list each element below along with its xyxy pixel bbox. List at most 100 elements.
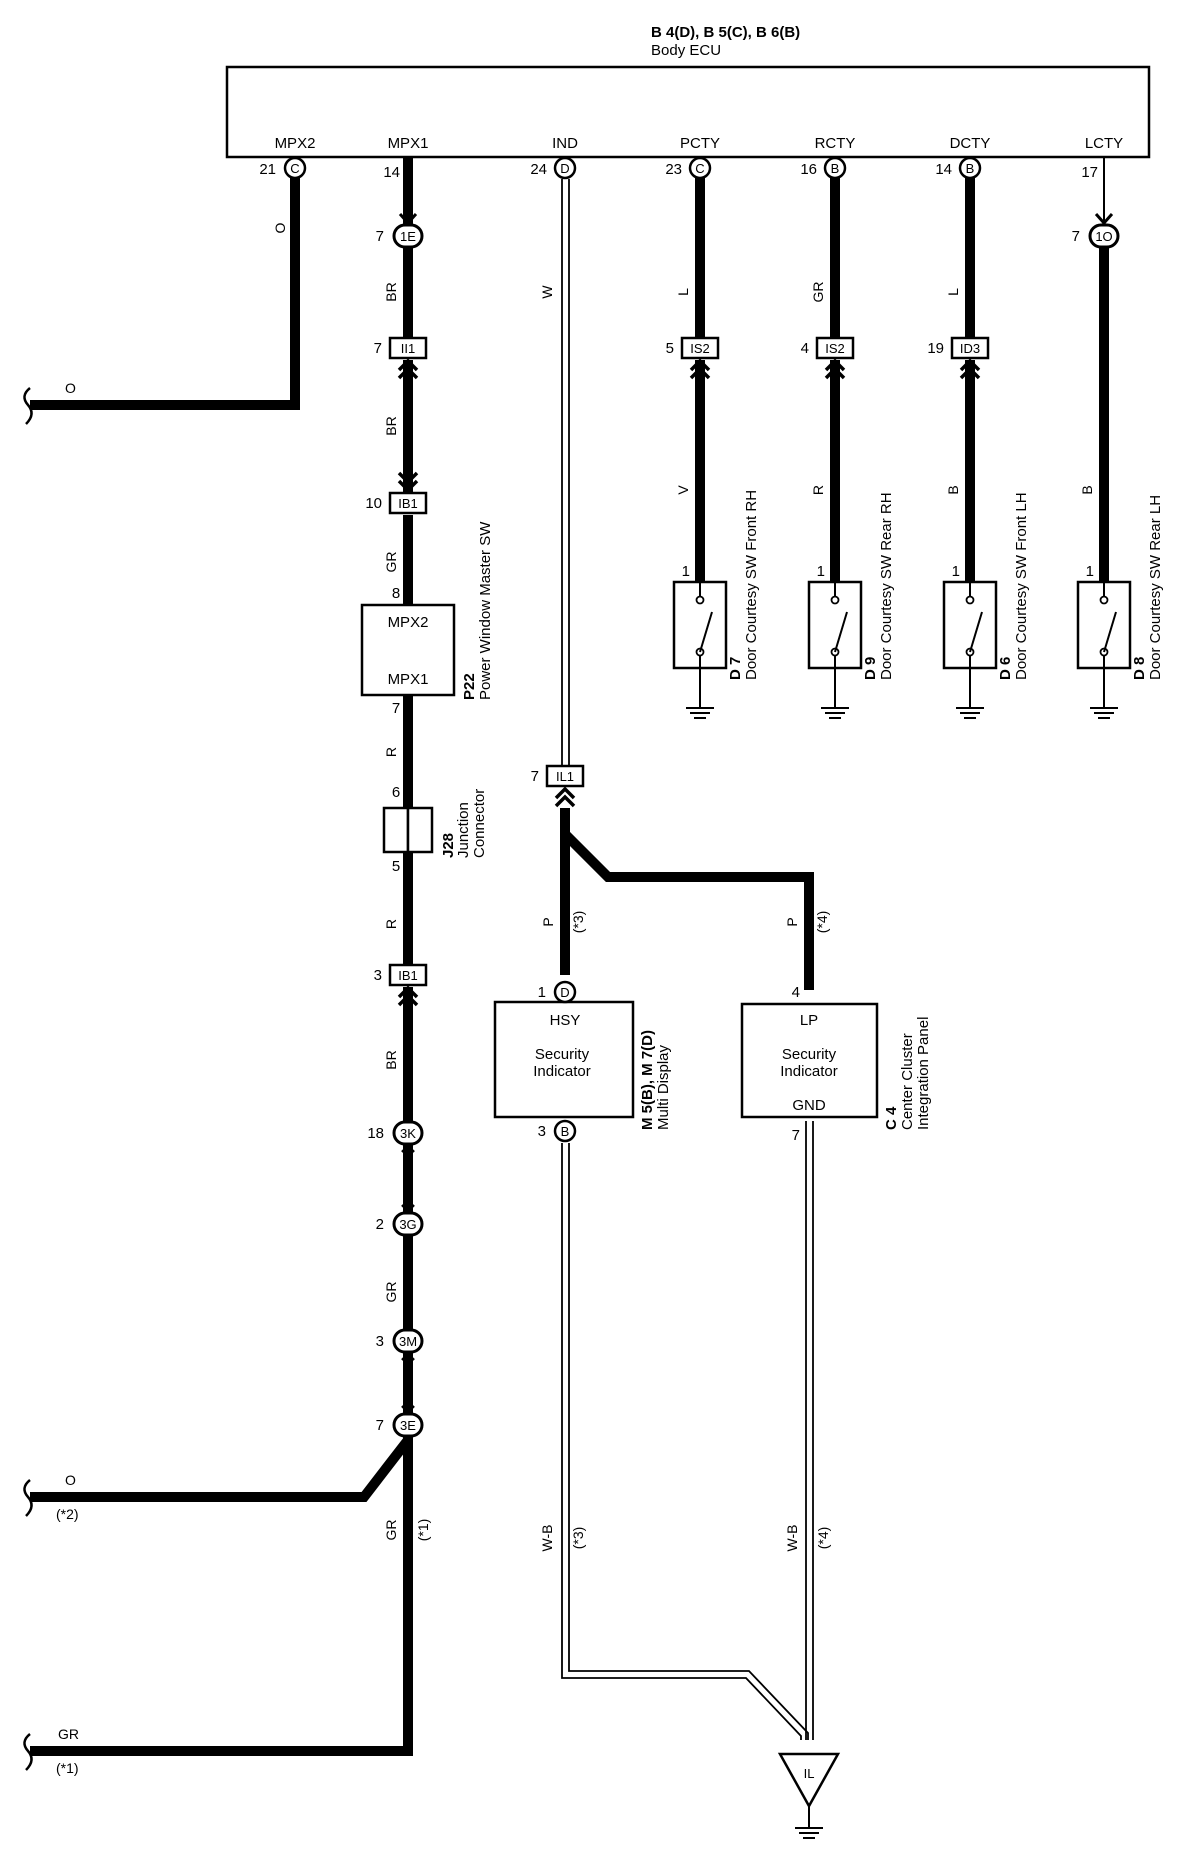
power-window-code: P22 bbox=[461, 673, 478, 700]
label-wire-pcty-b: V bbox=[675, 485, 691, 495]
svg-text:5: 5 bbox=[666, 340, 674, 357]
svg-text:HSY: HSY bbox=[550, 1012, 581, 1029]
connector-3m: 3M 3 bbox=[376, 1328, 424, 1361]
svg-text:IB1: IB1 bbox=[398, 496, 418, 511]
center-panel-name-2: Integration Panel bbox=[915, 1017, 932, 1130]
left-note-star2: (*2) bbox=[56, 1506, 79, 1522]
label-wire-bottom-gr: GR bbox=[383, 1520, 399, 1541]
ground-il: IL bbox=[777, 1752, 841, 1839]
switch-d7-name: Door Courtesy SW Front RH bbox=[743, 490, 760, 680]
switch-d8-code: D 8 bbox=[1131, 657, 1148, 680]
wire-mpx2 bbox=[30, 178, 300, 410]
ecu-terminal-mpx1: MPX1 bbox=[388, 135, 429, 152]
ecu-codes: B 4(D), B 5(C), B 6(B) bbox=[651, 24, 800, 41]
label-wire-mpx1-b: BR bbox=[383, 416, 399, 435]
ecu-pin-lcty: 17 bbox=[1081, 164, 1098, 181]
connector-3e: 3E 7 bbox=[376, 1405, 424, 1438]
body-ecu-box bbox=[225, 65, 1151, 159]
note-ind-p-left-star3: (*3) bbox=[570, 911, 586, 934]
svg-text:Security: Security bbox=[782, 1046, 837, 1063]
svg-text:D: D bbox=[560, 161, 569, 176]
label-wire-dcty-a: L bbox=[945, 288, 961, 296]
center-panel-name-1: Center Cluster bbox=[899, 1033, 916, 1130]
label-wire-ind: W bbox=[539, 285, 555, 299]
svg-text:7: 7 bbox=[792, 1127, 800, 1144]
svg-text:2: 2 bbox=[376, 1216, 384, 1233]
ecu-terminal-rcty: RCTY bbox=[815, 135, 856, 152]
wire-ground-left-b bbox=[568, 1143, 809, 1740]
svg-text:18: 18 bbox=[367, 1125, 384, 1142]
ecu-pin-circle-dcty: B bbox=[958, 156, 982, 180]
center-cluster-panel: LP Security Indicator GND 4 7 bbox=[740, 984, 879, 1144]
switch-d7-code: D 7 bbox=[727, 657, 744, 680]
note-ground-right-star4: (*4) bbox=[815, 1527, 831, 1550]
svg-text:1: 1 bbox=[682, 563, 690, 580]
svg-text:4: 4 bbox=[801, 340, 809, 357]
connector-ib1-bottom: IB1 3 bbox=[374, 963, 428, 1007]
multi-display-name: Multi Display bbox=[655, 1044, 672, 1130]
svg-text:LP: LP bbox=[800, 1012, 818, 1029]
ecu-pin-mpx2: 21 bbox=[259, 161, 276, 178]
svg-text:3: 3 bbox=[538, 1123, 546, 1140]
switch-d9-code: D 9 bbox=[862, 657, 879, 680]
left-note-star1: (*1) bbox=[56, 1760, 79, 1776]
label-wire-pw-out: R bbox=[383, 747, 399, 757]
note-ind-p-right-star4: (*4) bbox=[814, 911, 830, 934]
connector-il1: IL1 7 bbox=[531, 764, 585, 808]
svg-text:MPX1: MPX1 bbox=[388, 671, 429, 688]
ecu-pin-pcty: 23 bbox=[665, 161, 682, 178]
label-wire-ib1-lower: BR bbox=[383, 1050, 399, 1069]
svg-text:IS2: IS2 bbox=[690, 341, 710, 356]
svg-text:1: 1 bbox=[952, 563, 960, 580]
left-label-gr: GR bbox=[58, 1726, 79, 1742]
center-panel-code: C 4 bbox=[883, 1106, 900, 1130]
ecu-terminal-ind: IND bbox=[552, 135, 578, 152]
label-wire-lcty: B bbox=[1079, 485, 1095, 494]
ecu-name: Body ECU bbox=[651, 42, 721, 59]
label-wire-pcty-a: L bbox=[675, 288, 691, 296]
left-label-o2: O bbox=[65, 1472, 76, 1488]
svg-text:7: 7 bbox=[531, 768, 539, 785]
switch-d8-name: Door Courtesy SW Rear LH bbox=[1147, 495, 1164, 680]
connector-is2-pcty: IS2 5 bbox=[666, 336, 720, 380]
wire-ind-p-right bbox=[561, 830, 814, 990]
label-wire-ind-p-right: P bbox=[784, 917, 800, 926]
wire-ground-left-a bbox=[561, 1143, 802, 1740]
svg-text:3E: 3E bbox=[400, 1418, 416, 1433]
svg-text:Indicator: Indicator bbox=[533, 1063, 591, 1080]
junction-name-2: Connector bbox=[471, 789, 488, 858]
label-wire-dcty-b: B bbox=[945, 485, 961, 494]
ecu-pin-rcty: 16 bbox=[800, 161, 817, 178]
label-wire-rcty-a: GR bbox=[810, 282, 826, 303]
connector-3k: 3K 18 bbox=[367, 1120, 424, 1153]
wire-bottom-gr bbox=[30, 1436, 413, 1756]
switch-d8: 1 bbox=[1076, 563, 1132, 719]
junction-name-1: Junction bbox=[455, 802, 472, 858]
svg-text:ID3: ID3 bbox=[960, 341, 980, 356]
wire-end-o2 bbox=[23, 1479, 33, 1517]
svg-text:IB1: IB1 bbox=[398, 968, 418, 983]
connector-id3: ID3 19 bbox=[927, 336, 990, 380]
svg-text:II1: II1 bbox=[401, 341, 415, 356]
svg-text:7: 7 bbox=[376, 228, 384, 245]
note-ground-left-star3: (*3) bbox=[570, 1527, 586, 1550]
power-window-master-sw: MPX2 MPX1 8 7 bbox=[360, 585, 456, 717]
connector-3g: 3G 2 bbox=[376, 1204, 424, 1237]
svg-text:Security: Security bbox=[535, 1046, 590, 1063]
ecu-terminal-dcty: DCTY bbox=[950, 135, 991, 152]
svg-text:8: 8 bbox=[392, 585, 400, 602]
svg-text:C: C bbox=[695, 161, 704, 176]
ecu-terminal-lcty: LCTY bbox=[1085, 135, 1123, 152]
svg-text:3: 3 bbox=[374, 967, 382, 984]
svg-text:Indicator: Indicator bbox=[780, 1063, 838, 1080]
junction-connector: 6 5 bbox=[382, 784, 434, 875]
svg-text:1: 1 bbox=[538, 984, 546, 1001]
connector-ii1: II1 7 bbox=[374, 336, 428, 380]
label-wire-mid-gr: GR bbox=[383, 1282, 399, 1303]
svg-text:5: 5 bbox=[392, 858, 400, 875]
switch-d6: 1 bbox=[942, 563, 998, 719]
connector-is2-rcty: IS2 4 bbox=[801, 336, 855, 380]
svg-text:7: 7 bbox=[1072, 228, 1080, 245]
label-wire-mpx1-c: GR bbox=[383, 552, 399, 573]
